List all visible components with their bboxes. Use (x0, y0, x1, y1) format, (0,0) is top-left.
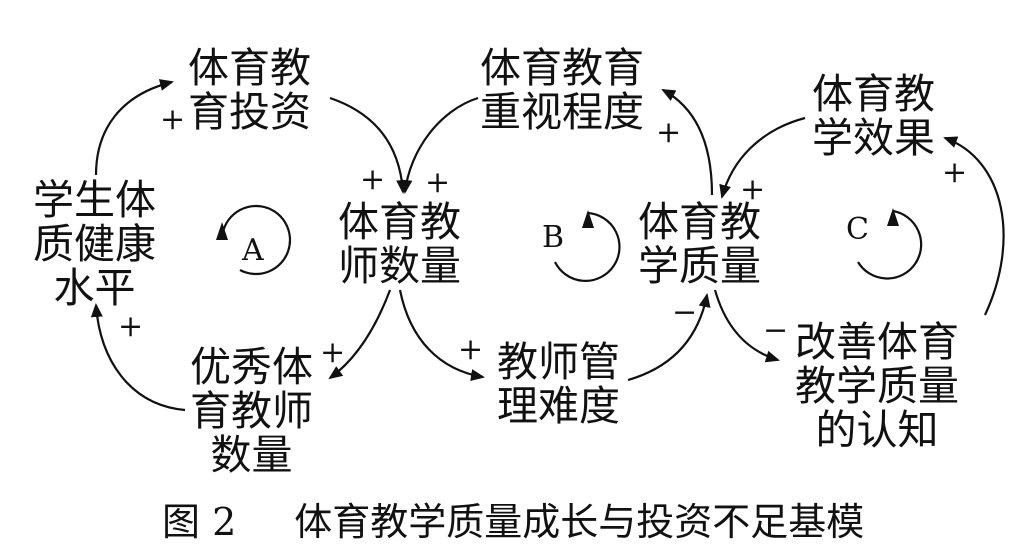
arrow-difficulty-to-quality (627, 293, 711, 382)
figure-title: 体育教学质量成长与投资不足基模 (294, 500, 865, 544)
sign-teachers-to-excellent: + (320, 335, 346, 370)
node-pe-emphasis: 体育教育重视程度 (480, 44, 644, 136)
node-management-difficulty: 教师管理难度 (497, 338, 620, 430)
loop-label-c: C (846, 212, 869, 247)
sign-quality-to-awareness: − (763, 313, 789, 348)
node-student-health: 学生体质健康水平 (33, 176, 156, 312)
loop-a-arrowhead (216, 222, 228, 240)
arrow-emphasis-to-teachers (400, 96, 479, 194)
loop-b-arrowhead (582, 210, 594, 228)
node-excellent-teachers: 优秀体育教师数量 (190, 343, 313, 479)
figure-number: 图 2 (162, 500, 237, 544)
sign-effect-to-quality: + (740, 172, 766, 207)
loop-c-circle (857, 209, 923, 280)
arrow-health-to-investment (94, 79, 174, 176)
sign-awareness-to-effect: + (942, 155, 968, 190)
loop-b-circle (554, 211, 621, 283)
sign-investment-to-teachers: + (360, 162, 386, 197)
arrow-teachers-to-difficulty (398, 289, 485, 381)
loop-c-arrowhead (887, 208, 899, 226)
loop-label-b: B (542, 220, 565, 255)
node-quality-awareness: 改善体育教学质量的认知 (795, 318, 959, 454)
sign-excellent-to-health: + (118, 309, 144, 344)
arrow-investment-to-teachers (329, 96, 409, 194)
sign-health-to-investment: + (160, 102, 186, 137)
figure-caption: 图 2 体育教学质量成长与投资不足基模 (162, 500, 864, 544)
sign-teachers-to-difficulty: + (458, 332, 484, 367)
arrow-teachers-to-excellent (328, 289, 392, 380)
arrow-awareness-to-effect (943, 136, 1005, 316)
arrow-quality-to-emphasis (661, 89, 714, 196)
node-teacher-count: 体育教师数量 (338, 198, 461, 290)
node-teaching-quality: 体育教学质量 (638, 198, 761, 290)
arrow-effect-to-quality (719, 116, 806, 199)
node-teaching-effect: 体育教学效果 (812, 70, 935, 162)
loop-a-circle (220, 204, 292, 276)
loop-label-a: A (242, 233, 264, 268)
sign-quality-to-emphasis: + (656, 115, 682, 150)
node-pe-investment: 体育教育投资 (188, 44, 311, 136)
arrow-quality-to-awareness (713, 289, 780, 363)
arrow-excellent-to-health (90, 303, 186, 412)
sign-emphasis-to-teachers: + (425, 165, 451, 200)
sign-difficulty-to-quality: − (672, 295, 698, 330)
